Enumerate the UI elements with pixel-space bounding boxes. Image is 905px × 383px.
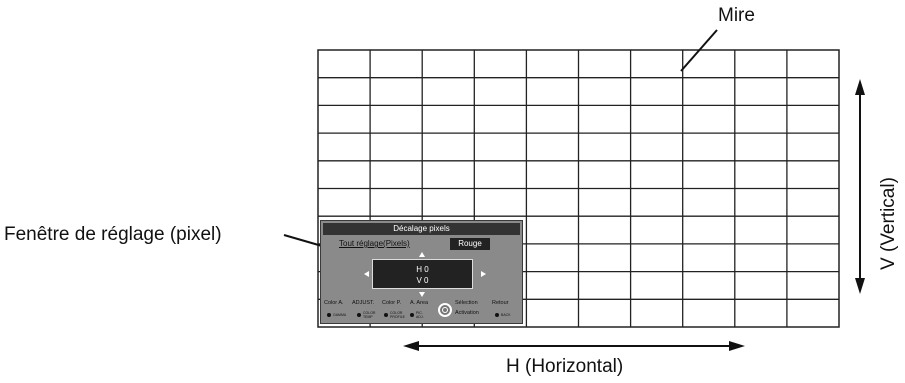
down-arrow-icon[interactable] [419, 292, 425, 297]
horizontal-label: H (Horizontal) [506, 356, 624, 377]
up-arrow-icon[interactable] [419, 252, 425, 257]
osd-v-value: V 0 [416, 276, 429, 285]
footer-color-p: Color P. [382, 300, 402, 306]
footer-back: BACK [501, 313, 511, 317]
pixel-adjustment-window: Décalage pixels Tout réglage(Pixels) Rou… [320, 220, 523, 324]
mire-pointer-line [680, 29, 718, 72]
osd-value-box: H 0 V 0 [372, 259, 473, 289]
pattern-label: Mire [718, 5, 755, 26]
osd-h-value: H 0 [416, 265, 429, 274]
footer-color-temp: COLOR TEMP [363, 311, 376, 319]
osd-mode-label[interactable]: Tout réglage(Pixels) [339, 239, 410, 248]
color-temp-button-icon [357, 313, 361, 317]
vertical-label: V (Vertical) [878, 177, 899, 270]
color-profile-button-icon [384, 313, 388, 317]
footer-a-area: A. Area [410, 300, 429, 306]
footer-color-profile: COLOR PROFILE [390, 311, 405, 319]
footer-color-a: Color A. [324, 300, 344, 306]
osd-title: Décalage pixels [323, 223, 520, 235]
osd-color-value[interactable]: Rouge [450, 238, 490, 250]
vertical-double-arrow [855, 79, 865, 294]
footer-retour: Retour [492, 300, 509, 306]
right-arrow-icon[interactable] [481, 271, 486, 277]
left-arrow-icon[interactable] [364, 271, 369, 277]
footer-pic-adj: PIC. ADJ. [416, 311, 424, 319]
pic-adj-button-icon [410, 313, 414, 317]
adjustment-window-label: Fenêtre de réglage (pixel) [4, 224, 222, 245]
gamma-button-icon [327, 313, 331, 317]
footer-gamma: GAMMA [333, 313, 347, 317]
footer-selection: Sélection [455, 300, 478, 306]
footer-activation: Activation [455, 310, 479, 316]
navigation-dial-icon [438, 303, 452, 317]
footer-adjust: ADJUST. [352, 300, 375, 306]
horizontal-double-arrow [403, 341, 745, 351]
back-button-icon [495, 313, 499, 317]
window-pointer-line [283, 234, 323, 247]
